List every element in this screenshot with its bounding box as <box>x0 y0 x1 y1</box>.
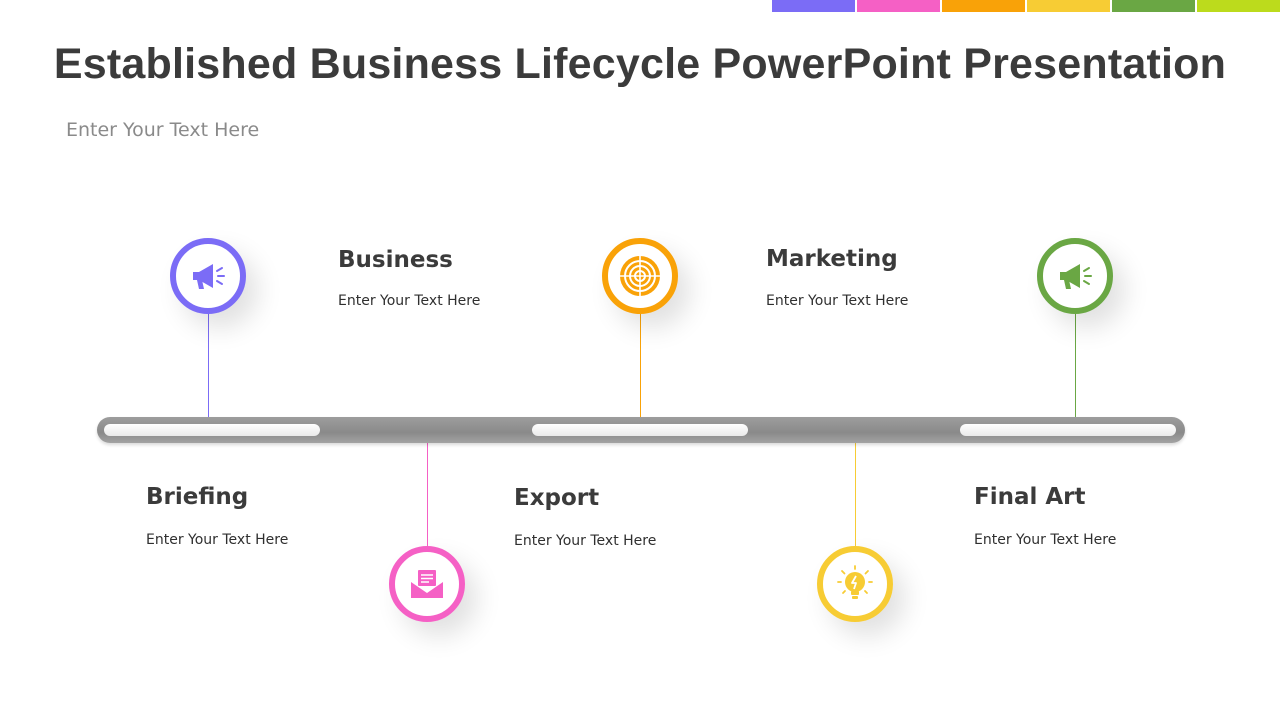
color-segment <box>1197 0 1280 12</box>
color-segment <box>942 0 1025 12</box>
stage-node-export <box>602 238 678 314</box>
stage-heading: Final Art <box>974 484 1086 510</box>
megaphone-icon <box>170 238 246 314</box>
stage-node-business <box>389 546 465 622</box>
node-ring <box>602 238 678 314</box>
stage-heading: Business <box>338 247 453 273</box>
color-segment <box>1027 0 1110 12</box>
target-icon <box>602 238 678 314</box>
stage-heading: Export <box>514 485 600 511</box>
color-segment <box>857 0 940 12</box>
stage-node-briefing <box>170 238 246 314</box>
timeline-highlight <box>104 424 320 436</box>
color-segment <box>772 0 855 12</box>
stage-text: Enter Your Text Here <box>514 533 657 549</box>
lightbulb-icon <box>817 546 893 622</box>
node-ring <box>389 546 465 622</box>
stage-text: Enter Your Text Here <box>766 293 909 309</box>
color-segment <box>1112 0 1195 12</box>
stage-text: Enter Your Text Here <box>338 293 481 309</box>
node-ring <box>817 546 893 622</box>
top-color-bar <box>772 0 1280 12</box>
envelope-icon <box>389 546 465 622</box>
stage-text: Enter Your Text Here <box>146 532 289 548</box>
megaphone-icon <box>1037 238 1113 314</box>
node-ring <box>1037 238 1113 314</box>
connector-line <box>855 442 856 548</box>
connector-line <box>1075 312 1076 418</box>
stage-heading: Briefing <box>146 484 249 510</box>
stage-node-marketing <box>817 546 893 622</box>
connector-line <box>208 312 209 418</box>
connector-line <box>640 312 641 418</box>
timeline-highlight <box>532 424 748 436</box>
stage-node-final-art <box>1037 238 1113 314</box>
node-ring <box>170 238 246 314</box>
slide-subtitle: Enter Your Text Here <box>66 119 260 141</box>
stage-heading: Marketing <box>766 246 898 272</box>
timeline-highlight <box>960 424 1176 436</box>
slide-title: Established Business Lifecycle PowerPoin… <box>53 40 1227 88</box>
stage-text: Enter Your Text Here <box>974 532 1117 548</box>
connector-line <box>427 442 428 548</box>
